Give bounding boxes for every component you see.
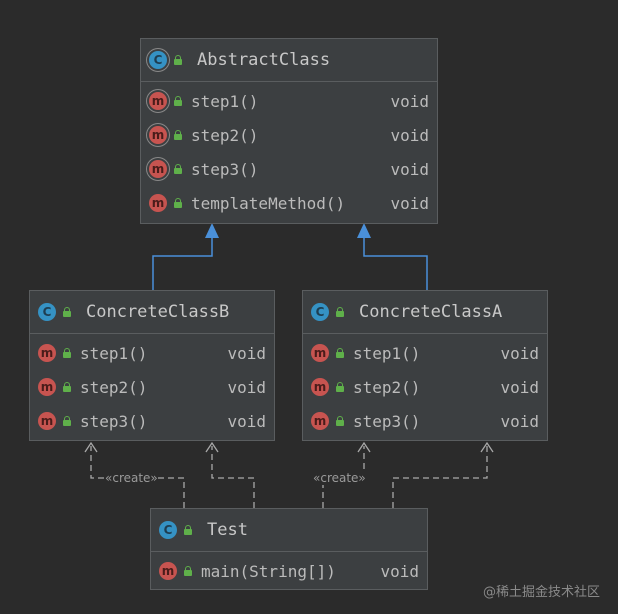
create-arrowhead-4 xyxy=(480,441,494,453)
member-list: m step1() void m step2() void m step3() … xyxy=(303,334,547,438)
method-row[interactable]: m step1() void xyxy=(303,336,547,370)
abstract-method-icon: m xyxy=(149,92,167,110)
return-type: void xyxy=(500,343,539,363)
public-lock-icon xyxy=(173,130,183,140)
method-row[interactable]: m step3() void xyxy=(30,404,274,438)
return-type: void xyxy=(227,377,266,397)
public-lock-icon xyxy=(173,55,183,65)
return-type: void xyxy=(390,159,429,179)
member-list: m main(String[]) void xyxy=(151,552,427,588)
public-lock-icon xyxy=(62,382,72,392)
class-name: ConcreteClassA xyxy=(359,302,503,322)
return-type: void xyxy=(390,125,429,145)
method-name: step1() xyxy=(80,343,148,363)
member-list: m step1() void m step2() void m step3() … xyxy=(141,82,437,220)
create-arrowhead-2 xyxy=(205,441,219,453)
method-row[interactable]: m step3() void xyxy=(141,152,437,186)
method-icon: m xyxy=(149,194,167,212)
method-row[interactable]: m step3() void xyxy=(303,404,547,438)
inheritance-line-b xyxy=(152,236,213,290)
method-icon: m xyxy=(311,412,329,430)
abstract-class-icon: C xyxy=(149,51,167,69)
member-list: m step1() void m step2() void m step3() … xyxy=(30,334,274,438)
method-row[interactable]: m step1() void xyxy=(141,84,437,118)
create-arrowhead-1 xyxy=(84,441,98,453)
abstract-class-box[interactable]: C AbstractClass m step1() void m step2()… xyxy=(140,38,438,224)
method-icon: m xyxy=(38,344,56,362)
public-lock-icon xyxy=(335,307,345,317)
method-name: step2() xyxy=(191,125,259,145)
return-type: void xyxy=(390,193,429,213)
public-lock-icon xyxy=(173,198,183,208)
concrete-class-b-box[interactable]: C ConcreteClassB m step1() void m step2(… xyxy=(29,290,275,441)
method-icon: m xyxy=(38,412,56,430)
class-name: AbstractClass xyxy=(197,50,331,70)
return-type: void xyxy=(390,91,429,111)
return-type: void xyxy=(227,411,266,431)
class-icon: C xyxy=(38,303,56,321)
runnable-class-icon: C xyxy=(159,521,177,539)
class-name: Test xyxy=(207,520,248,540)
concrete-class-a-box[interactable]: C ConcreteClassA m step1() void m step2(… xyxy=(302,290,548,441)
method-name: step2() xyxy=(80,377,148,397)
method-name: step3() xyxy=(80,411,148,431)
inheritance-arrowhead-a xyxy=(357,223,371,238)
class-icon: C xyxy=(311,303,329,321)
test-class-box[interactable]: C Test m main(String[]) void xyxy=(150,508,428,590)
method-name: templateMethod() xyxy=(191,193,346,213)
create-line-4 xyxy=(392,446,488,508)
abstract-method-icon: m xyxy=(149,126,167,144)
method-row[interactable]: m templateMethod() void xyxy=(141,186,437,220)
public-lock-icon xyxy=(183,566,193,576)
public-lock-icon xyxy=(335,416,345,426)
class-header: C Test xyxy=(151,509,427,552)
method-name: step3() xyxy=(353,411,421,431)
public-lock-icon xyxy=(173,164,183,174)
return-type: void xyxy=(227,343,266,363)
method-row[interactable]: m step2() void xyxy=(30,370,274,404)
method-icon: m xyxy=(38,378,56,396)
method-row[interactable]: m step2() void xyxy=(303,370,547,404)
class-header: C ConcreteClassB xyxy=(30,291,274,334)
inheritance-line-a xyxy=(363,236,428,290)
method-name: step1() xyxy=(191,91,259,111)
create-line-2 xyxy=(211,446,255,508)
public-lock-icon xyxy=(183,525,193,535)
method-row[interactable]: m step1() void xyxy=(30,336,274,370)
method-row[interactable]: m main(String[]) void xyxy=(151,554,427,588)
public-lock-icon xyxy=(62,416,72,426)
method-name: main(String[]) xyxy=(201,561,336,581)
method-name: step3() xyxy=(191,159,259,179)
create-line-1 xyxy=(90,446,185,508)
method-icon: m xyxy=(311,378,329,396)
class-header: C AbstractClass xyxy=(141,39,437,82)
return-type: void xyxy=(380,561,419,581)
create-arrowhead-3 xyxy=(357,441,371,453)
public-lock-icon xyxy=(173,96,183,106)
class-name: ConcreteClassB xyxy=(86,302,230,322)
public-lock-icon xyxy=(62,348,72,358)
method-name: step1() xyxy=(353,343,421,363)
create-label-right: «create» xyxy=(313,471,366,485)
method-icon: m xyxy=(311,344,329,362)
create-label-left: «create» xyxy=(105,471,158,485)
watermark: @稀土掘金技术社区 xyxy=(482,585,600,600)
return-type: void xyxy=(500,411,539,431)
class-header: C ConcreteClassA xyxy=(303,291,547,334)
return-type: void xyxy=(500,377,539,397)
abstract-method-icon: m xyxy=(149,160,167,178)
method-row[interactable]: m step2() void xyxy=(141,118,437,152)
public-lock-icon xyxy=(335,348,345,358)
inheritance-arrowhead-b xyxy=(205,223,219,238)
method-name: step2() xyxy=(353,377,421,397)
public-lock-icon xyxy=(335,382,345,392)
public-lock-icon xyxy=(62,307,72,317)
static-method-icon: m xyxy=(159,562,177,580)
